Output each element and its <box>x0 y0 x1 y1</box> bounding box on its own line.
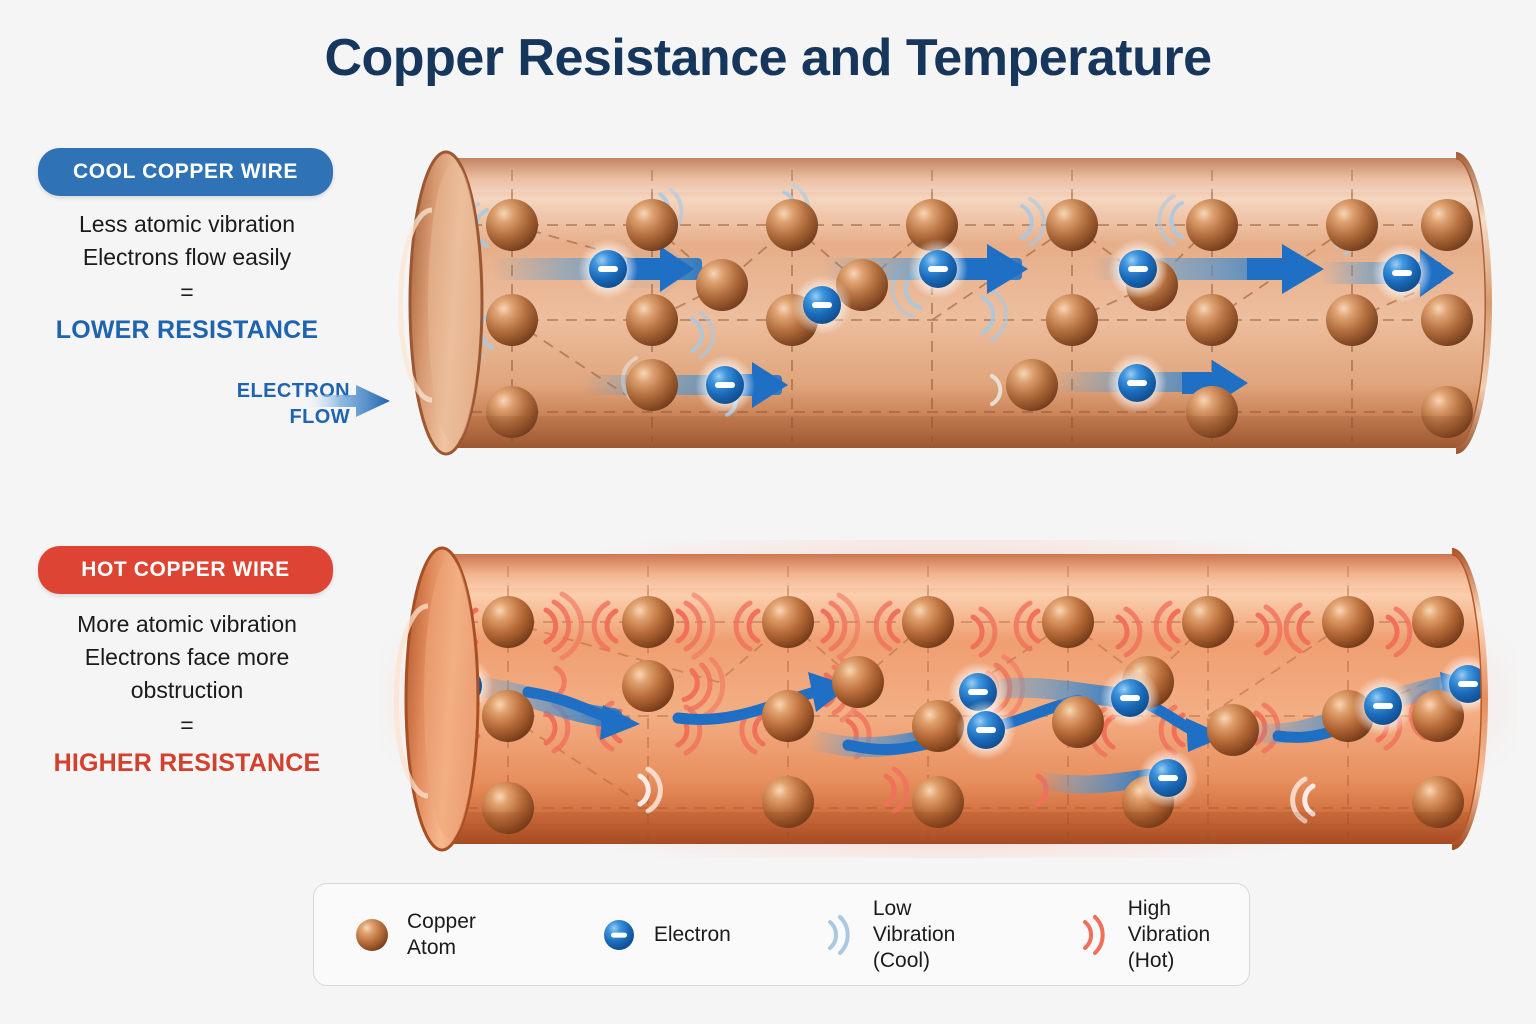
badge-hot-label: HOT COPPER WIRE <box>81 558 290 581</box>
hot-copper-wire-illustration <box>378 540 1518 858</box>
legend-text: Electron <box>653 922 731 946</box>
badge-cool-label: COOL COPPER WIRE <box>72 160 299 183</box>
legend-item-low-vibration: Low Vibration (Cool) <box>815 884 990 985</box>
legend-item-electron: Electron <box>596 884 731 985</box>
legend-item-high-vibration: High Vibration (Hot) <box>1070 884 1249 985</box>
page-title: Copper Resistance and Temperature <box>324 29 1212 87</box>
cool-panel-text: Less atomic vibration Electrons flow eas… <box>22 208 352 347</box>
hot-line-1: More atomic vibration <box>77 611 297 637</box>
right-arrow-icon <box>300 385 390 417</box>
hot-equals: = <box>180 712 194 738</box>
copper-atom-icon <box>349 912 395 958</box>
hot-line-2: Electrons face more <box>84 644 290 670</box>
legend-subtext: (Hot) <box>1127 948 1175 972</box>
cool-copper-wire-illustration <box>392 150 1510 456</box>
badge-cool-copper-wire: COOL COPPER WIRE <box>38 148 333 196</box>
legend-subtext: (Cool) <box>872 948 931 972</box>
legend-label-low-vibration: Low Vibration (Cool) <box>873 896 990 974</box>
low-vibration-arcs-icon <box>815 912 861 958</box>
legend-text: Low Vibration <box>872 896 956 946</box>
cool-result: LOWER RESISTANCE <box>55 316 319 344</box>
cool-equals: = <box>180 279 194 305</box>
cool-wire-left-cap <box>397 150 484 456</box>
cool-wire-body <box>416 158 1486 448</box>
legend-text: High Vibration <box>1127 896 1211 946</box>
hot-wire-right-cap <box>1452 548 1488 850</box>
legend: Copper Atom <box>313 883 1250 986</box>
legend-label-high-vibration: High Vibration (Hot) <box>1128 896 1249 974</box>
cool-electrons <box>578 239 1432 415</box>
cool-wire-right-cap <box>1456 152 1492 454</box>
legend-text: Copper Atom <box>407 909 476 959</box>
electron-icon <box>596 912 642 958</box>
hot-wire-left-cap <box>393 546 480 852</box>
hot-line-3: obstruction <box>130 677 244 703</box>
high-vibration-arcs-icon <box>1070 912 1116 958</box>
hot-result: HIGHER RESISTANCE <box>53 749 321 777</box>
hot-copper-atoms <box>482 596 1464 834</box>
cool-line-1: Less atomic vibration <box>78 211 296 237</box>
cool-line-2: Electrons flow easily <box>82 244 292 270</box>
electron-flow-line-2: FLOW <box>289 406 350 428</box>
hot-panel-text: More atomic vibration Electrons face mor… <box>22 608 352 780</box>
badge-hot-copper-wire: HOT COPPER WIRE <box>38 546 333 594</box>
legend-label-copper-atom: Copper Atom <box>407 909 520 961</box>
legend-label-electron: Electron <box>654 922 731 948</box>
legend-item-copper-atom: Copper Atom <box>349 884 520 985</box>
